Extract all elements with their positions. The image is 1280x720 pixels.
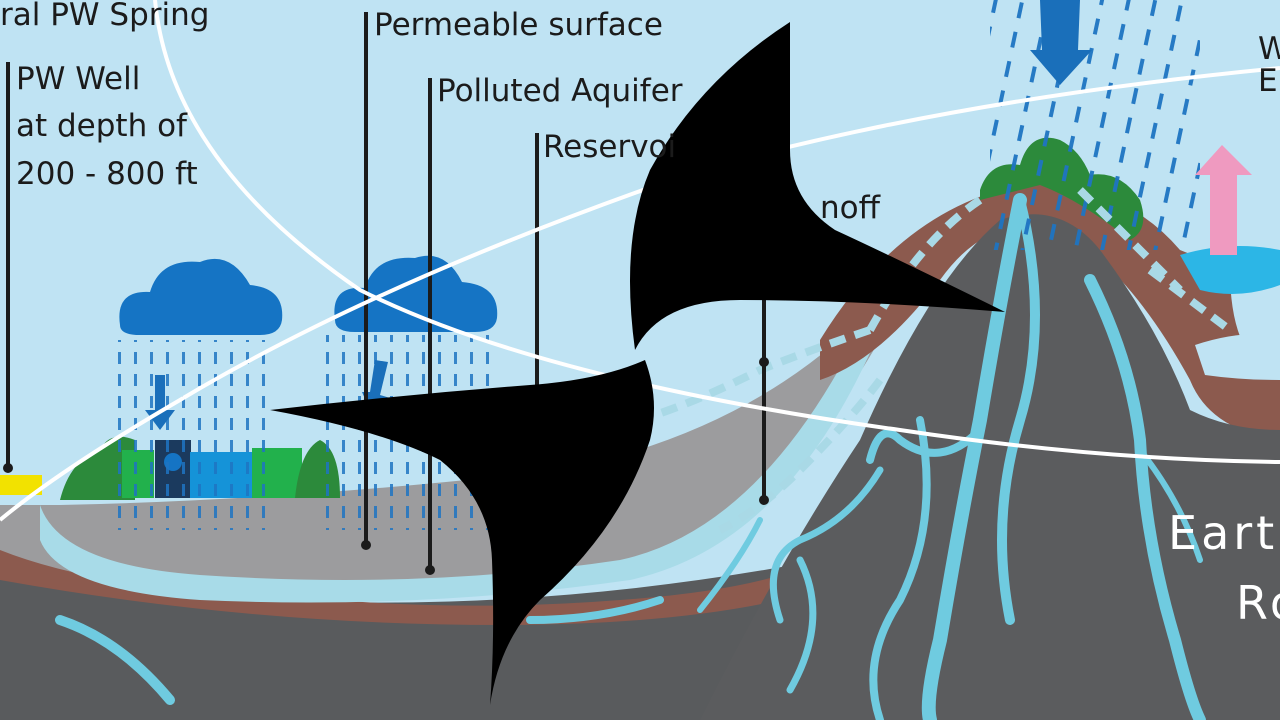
lake xyxy=(1180,246,1280,294)
white-arcs xyxy=(0,0,1280,522)
bird-logo-lower xyxy=(270,360,654,705)
aquifer-band xyxy=(40,330,880,603)
rain-cloud-icon xyxy=(119,258,283,335)
lake-lower-water xyxy=(1195,333,1280,380)
soil-band-lower xyxy=(0,540,820,625)
runoff-arrows xyxy=(653,187,1233,534)
well-label-line-2: at depth of xyxy=(16,108,187,145)
permeable-surface-label: Permeable surface xyxy=(374,7,663,43)
rock-water-veins xyxy=(55,193,1206,720)
left-rain xyxy=(105,340,275,530)
precipitation-arrow-icon xyxy=(1030,0,1092,85)
yellow-bus xyxy=(0,475,42,495)
well-label-line-3: 200 - 800 ft xyxy=(16,155,198,192)
runoff-label: noff xyxy=(820,190,880,226)
rain-cloud-icon xyxy=(334,255,498,332)
well-label: PW Well at depth of 200 - 800 ft xyxy=(16,56,198,198)
mountain-body xyxy=(700,214,1280,720)
polluted-aquifer-label: Polluted Aquifer xyxy=(437,73,683,109)
right-label-2: E xyxy=(1258,63,1278,99)
spring-label: ral PW Spring xyxy=(0,0,210,33)
mountain-rain xyxy=(990,0,1200,250)
bird-logo-upper xyxy=(630,22,1005,350)
rock-label: Ro xyxy=(1236,576,1280,630)
reservoir-label: Reservoi xyxy=(543,129,677,165)
earth-label: Eart xyxy=(1168,506,1279,560)
right-label-1: W xyxy=(1258,31,1280,67)
evaporation-arrow-icon xyxy=(1195,145,1252,255)
label-pointers xyxy=(6,12,766,570)
well-label-line-1: PW Well xyxy=(16,61,141,97)
